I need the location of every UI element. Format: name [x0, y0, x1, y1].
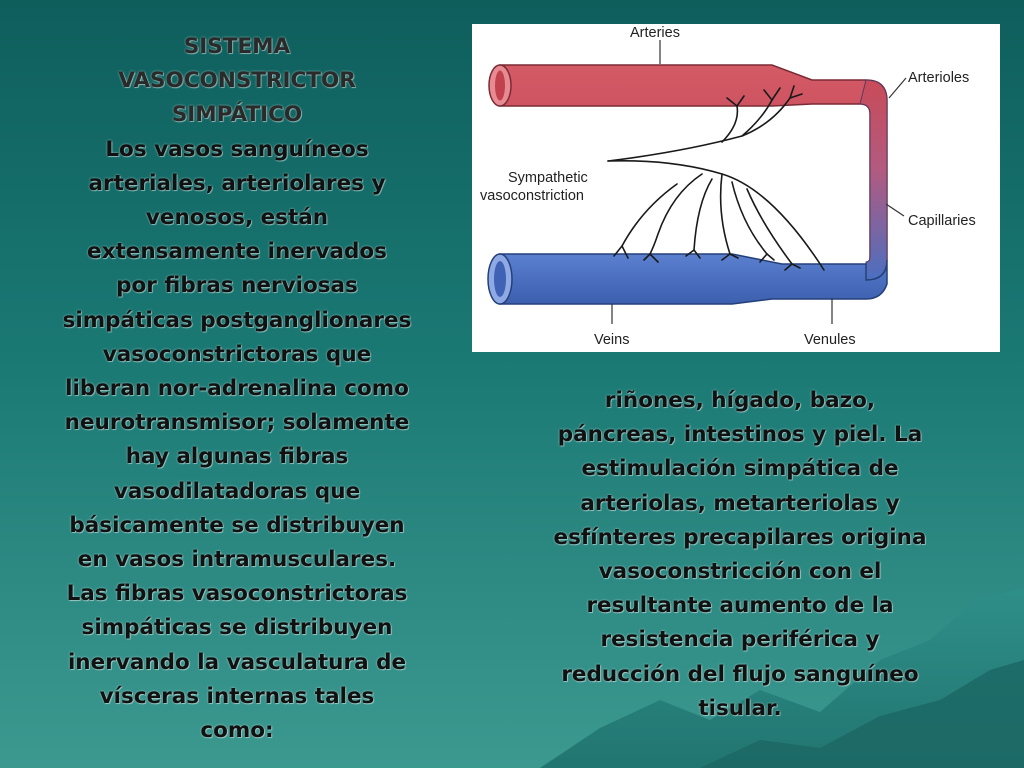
text-line: riñones, hígado, bazo, [604, 388, 876, 413]
text-line: resistencia periférica y [600, 627, 880, 653]
label-capillaries: Capillaries [908, 213, 976, 229]
title-line: VASOCONSTRICTOR [118, 68, 356, 94]
text-line: por fibras nerviosas [116, 273, 358, 299]
text-line: hay algunas fibras [125, 444, 349, 470]
text-line: liberan nor-adrenalina como [65, 376, 409, 402]
label-veins: Veins [594, 332, 629, 348]
text-line: básicamente se distribuyen [69, 512, 405, 538]
text-line: Los vasos sanguíneos [105, 136, 369, 162]
text-line: Las fibras vasoconstrictoras [66, 581, 408, 607]
sympathetic-nerve-fibers [607, 85, 825, 271]
right-text-block: riñones, hígado, bazo, páncreas, intesti… [484, 384, 996, 726]
text-line: arteriales, arteriolares y [88, 170, 386, 196]
leader-lines [611, 40, 907, 324]
text-line: venosos, están [145, 205, 329, 231]
text-line: extensamente inervados [87, 239, 387, 265]
slide-title: SISTEMA VASOCONSTRICTOR SIMPÁTICO [6, 30, 468, 133]
label-arteries: Arteries [630, 25, 680, 41]
vein-lumen [494, 261, 506, 297]
text-line: reducción del flujo sanguíneo [561, 661, 919, 687]
vasculature-diagram: Arteries Arterioles Sympathetic vasocons… [472, 24, 1000, 352]
text-line: páncreas, intestinos y piel. La [557, 422, 923, 448]
text-line: vasodilatadoras que [113, 478, 361, 504]
text-line: simpáticas se distribuyen [81, 615, 393, 641]
label-venules: Venules [804, 332, 856, 348]
label-arterioles: Arterioles [908, 70, 969, 86]
title-line: SIMPÁTICO [171, 102, 303, 128]
text-line: neurotransmisor; solamente [64, 410, 410, 436]
text-line: vasoconstricción con el [598, 559, 882, 585]
text-line: como: [200, 718, 274, 744]
diagram-svg: Arteries Arterioles Sympathetic vasocons… [480, 25, 976, 348]
left-body-text: Los vasos sanguíneos arteriales, arterio… [6, 133, 468, 749]
label-sympathetic: Sympathetic [508, 170, 588, 186]
text-line: estimulación simpática de [581, 456, 899, 482]
artery-lumen [495, 70, 505, 101]
text-line: resultante aumento de la [586, 593, 894, 619]
text-line: vísceras internas tales [99, 683, 375, 709]
text-line: esfínteres precapilares origina [553, 524, 927, 550]
title-line: SISTEMA [183, 34, 291, 59]
label-vasoconstriction: vasoconstriction [480, 188, 584, 204]
vein-vessel [499, 253, 888, 305]
capillary-loop [859, 79, 888, 281]
text-line: arteriolas, metarteriolas y [580, 490, 900, 516]
text-line: vasoconstrictoras que [102, 341, 372, 367]
text-line: simpáticas postganglionares [62, 307, 412, 333]
text-line: tisular. [698, 695, 782, 721]
artery-vessel [499, 64, 888, 261]
text-line: inervando la vasculatura de [67, 649, 407, 675]
left-text-block: SISTEMA VASOCONSTRICTOR SIMPÁTICO Los va… [6, 30, 468, 748]
text-line: en vasos intramusculares. [77, 547, 397, 573]
